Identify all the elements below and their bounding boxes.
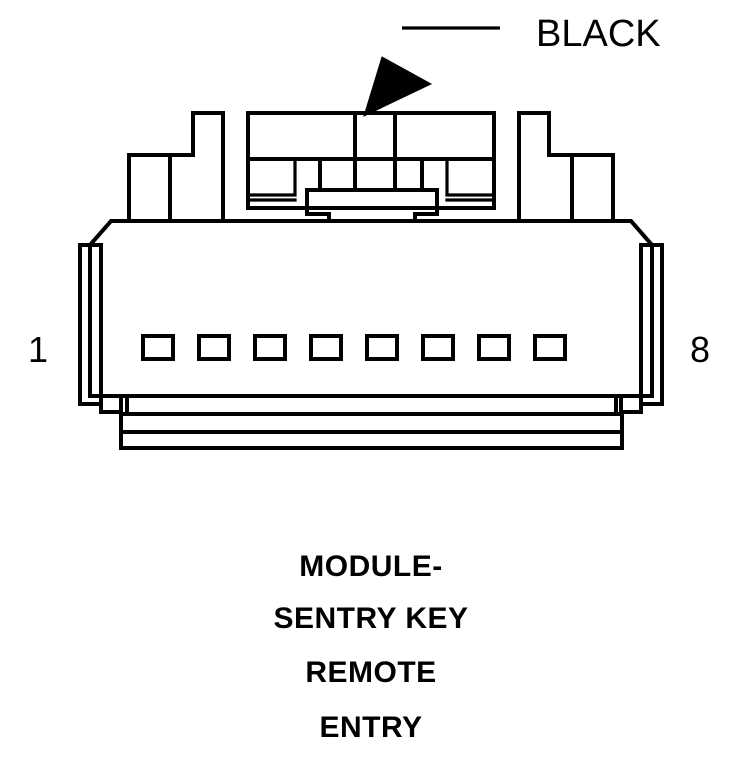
top-cap-bar [246, 111, 496, 210]
bottom-flange-stack [119, 394, 624, 450]
bottom-flange-row-2 [119, 412, 624, 434]
black-callout-group [363, 26, 500, 117]
pin-hole-2 [197, 334, 231, 361]
top-cap-center-notch [353, 111, 397, 161]
body-outline [88, 219, 654, 398]
callout-arrowhead-icon [363, 56, 433, 117]
center-left-notch-tab [318, 157, 357, 192]
caption-line-1: MODULE- [299, 550, 442, 583]
left-inner-slot [246, 157, 297, 197]
body-base-step-right [619, 394, 643, 414]
black-callout-label: BLACK [536, 13, 661, 55]
pin-hole-6 [421, 334, 455, 361]
caption-line-4: ENTRY [319, 711, 422, 744]
body-base-step-left [99, 394, 123, 414]
pin-hole-row [141, 334, 567, 361]
bottom-flange-row-1 [125, 394, 618, 416]
center-right-notch-tab [393, 157, 424, 192]
pin-number-left: 1 [28, 329, 48, 370]
pin-hole-8 [533, 334, 567, 361]
pin-hole-3 [253, 334, 287, 361]
caption-line-3: REMOTE [305, 656, 436, 689]
connector-top-structure [127, 111, 615, 223]
right-outer-tab [517, 111, 615, 223]
pin-hole-1 [141, 334, 175, 361]
connector-body [78, 219, 664, 414]
caption-line-2: SENTRY KEY [273, 602, 468, 635]
pin-hole-4 [309, 334, 343, 361]
pin-number-right: 8 [690, 329, 710, 370]
bottom-flange-row-3 [119, 430, 624, 450]
pin-hole-5 [365, 334, 399, 361]
left-outer-tab [127, 111, 225, 223]
center-latch-block [305, 188, 439, 223]
pin-hole-7 [477, 334, 511, 361]
right-inner-slot [445, 157, 496, 197]
